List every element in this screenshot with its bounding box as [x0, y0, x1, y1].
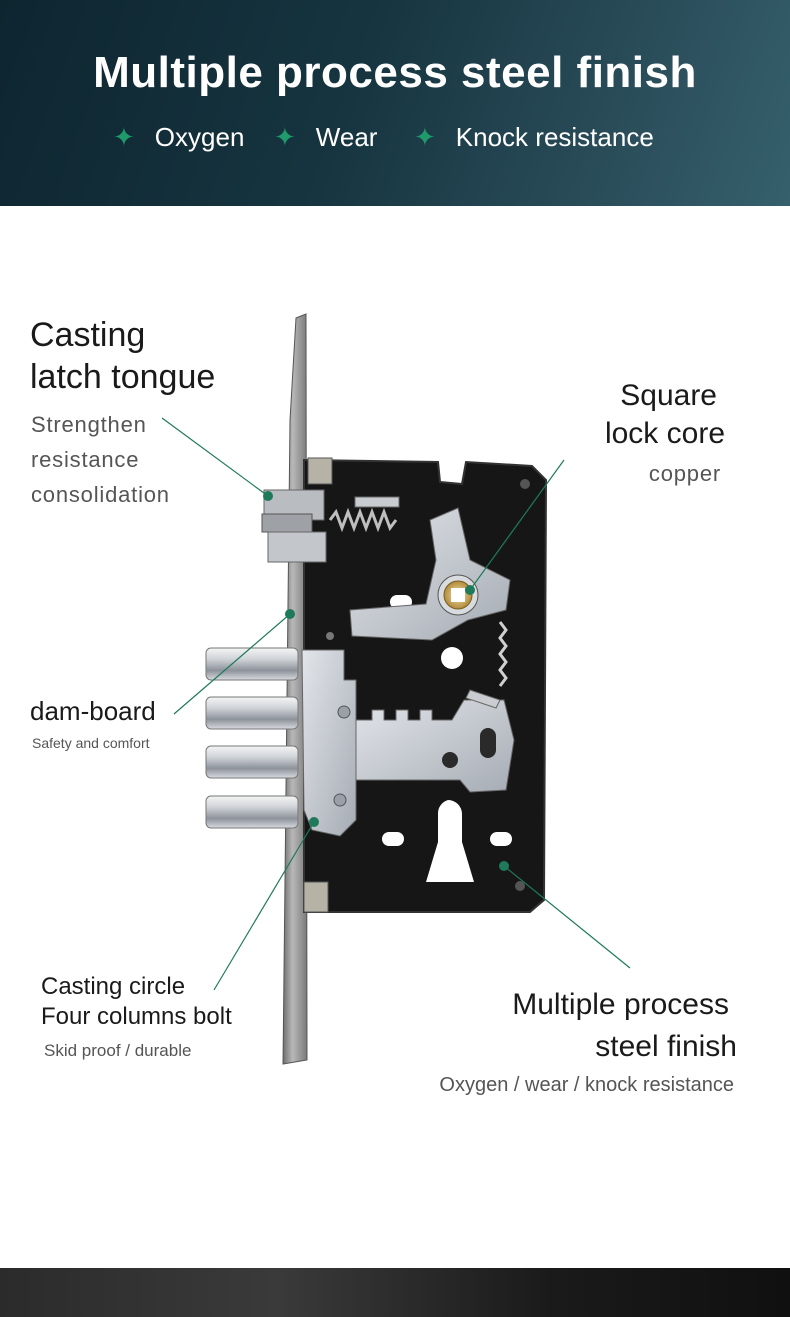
- callout-dot: [263, 491, 273, 501]
- feature-label: Knock resistance: [455, 122, 654, 152]
- bolt-desc: Skid proof / durable: [44, 1041, 192, 1060]
- four-column-bolts: [205, 647, 299, 829]
- sparkle-icon: ✦: [274, 122, 296, 152]
- core-title-line1: Square: [620, 379, 717, 412]
- callout-dot: [499, 861, 509, 871]
- page-title: Multiple process steel finish: [93, 48, 697, 97]
- latch-tongue: [261, 457, 400, 913]
- dam-board-title: dam-board: [30, 696, 156, 726]
- finish-title: Multiple process steel finish: [470, 984, 737, 1068]
- bolt-carrier: [301, 649, 515, 837]
- finish-title-line2: steel finish: [595, 1030, 737, 1063]
- lock-core-title: Square lock core: [560, 377, 725, 453]
- latch-desc-line: resistance: [31, 447, 140, 472]
- callout-lines: [161, 417, 631, 991]
- core-title-line2: lock core: [604, 417, 725, 450]
- sparkle-icon: ✦: [113, 122, 135, 152]
- latch-title-line1: Casting: [30, 316, 146, 354]
- header-banner: Multiple process steel finish ✦ Oxygen ✦ W…: [0, 0, 790, 206]
- feature-row: ✦ Oxygen ✦ Wear ✦ Knock resistance: [0, 122, 790, 162]
- lock-core-desc: copper: [648, 461, 721, 486]
- finish-desc: Oxygen / wear / knock resistance: [439, 1074, 734, 1096]
- lock-core-assembly: [349, 507, 511, 687]
- dam-board-desc: Safety and comfort: [32, 735, 150, 751]
- bolt-title-line2: Four columns bolt: [41, 1003, 232, 1030]
- feature-label: Oxygen: [154, 122, 245, 152]
- feature-wear: ✦ Wear: [274, 122, 377, 153]
- feature-knock: ✦ Knock resistance: [414, 122, 654, 153]
- latch-desc-line: consolidation: [31, 482, 170, 507]
- sparkle-icon: ✦: [414, 122, 436, 152]
- latch-desc-line: Strengthen: [31, 412, 147, 437]
- finish-title-line1: Multiple process: [512, 988, 729, 1021]
- callout-dot: [465, 585, 475, 595]
- callout-dot: [309, 817, 319, 827]
- latch-title-line2: latch tongue: [30, 358, 216, 396]
- callout-dot: [285, 609, 295, 619]
- bolt-title-line1: Casting circle: [41, 973, 186, 1000]
- latch-tongue-title: Casting latch tongue: [30, 314, 215, 398]
- feature-oxygen: ✦ Oxygen: [113, 122, 244, 153]
- bottom-banner: [0, 1268, 790, 1317]
- latch-tongue-desc: Strengthen resistance consolidation: [31, 407, 170, 512]
- feature-label: Wear: [315, 122, 378, 152]
- bolt-title: Casting circle Four columns bolt: [41, 972, 232, 1032]
